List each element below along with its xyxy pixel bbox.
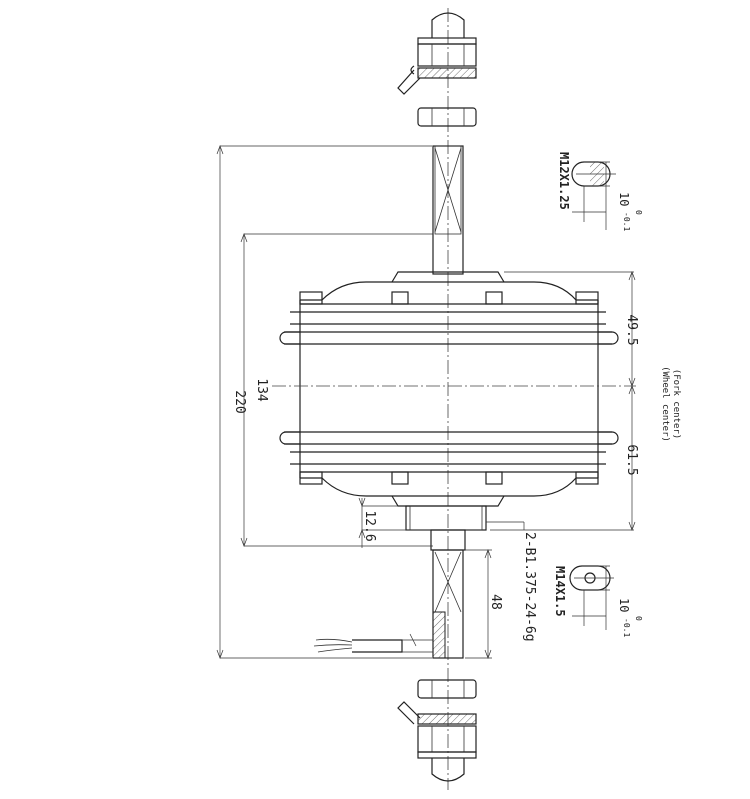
freewheel-thread [405, 505, 487, 531]
dimension-49-5-61-5 [490, 271, 636, 531]
top-axle [432, 145, 464, 275]
dimension-12-6-label: 12.6 [362, 510, 377, 541]
bottom-tolerance-lower: -0.1 [622, 618, 631, 637]
bottom-axle [430, 529, 466, 659]
bottom-tolerance-value: 10 [617, 598, 631, 612]
dimension-49-5-label: 49.5 [624, 314, 639, 345]
top-tolerance-lower: -0.1 [622, 212, 631, 231]
motor-cable [313, 633, 433, 653]
dimension-48 [465, 549, 492, 659]
top-tolerance-upper: 0 [634, 210, 643, 215]
dimension-220-label: 220 [232, 390, 247, 413]
bottom-thread-label: M14X1.5 [553, 566, 567, 617]
bottom-axle-cap [397, 701, 477, 782]
top-thread-section [571, 161, 616, 230]
dimension-48-label: 48 [488, 594, 503, 610]
fork-center-label: (Fork center) [671, 369, 681, 439]
top-nut [417, 107, 477, 127]
top-axle-cap [397, 12, 477, 95]
dimension-134 [240, 233, 433, 547]
dimension-220 [216, 145, 432, 659]
bottom-tolerance-upper: 0 [634, 616, 643, 621]
top-tolerance-value: 10 [617, 192, 631, 206]
dimension-61-5-label: 61.5 [624, 444, 639, 475]
bottom-nut [417, 679, 477, 699]
hub-body [272, 271, 636, 507]
top-thread-label: M12X1.25 [557, 152, 571, 210]
dimension-12-6 [358, 497, 431, 548]
dimension-134-label: 134 [254, 378, 269, 402]
freewheel-leader [486, 521, 525, 530]
wheel-center-label: (Wheel center) [660, 366, 670, 442]
bottom-thread-section [569, 565, 614, 630]
freewheel-spec-label: 2-B1.375-24-6g [522, 532, 537, 642]
